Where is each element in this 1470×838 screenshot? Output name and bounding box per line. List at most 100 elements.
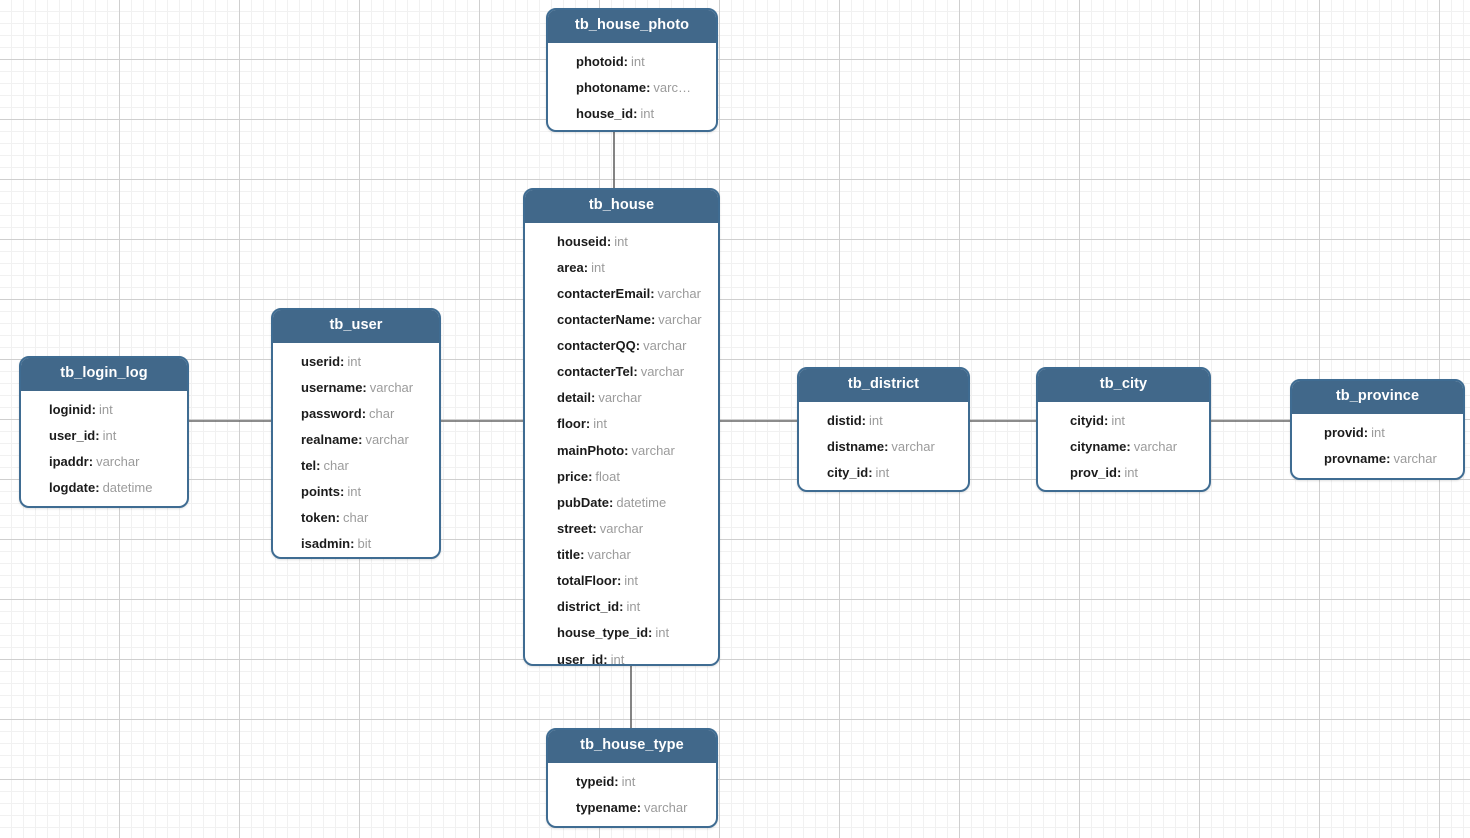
table-field-row[interactable]: houseid:int bbox=[525, 229, 718, 255]
table-field-row[interactable]: area:int bbox=[525, 255, 718, 281]
table-title-tb_house_photo[interactable]: tb_house_photo bbox=[548, 10, 716, 43]
field-separator: : bbox=[623, 53, 628, 69]
field-type: char bbox=[369, 405, 395, 421]
table-title-tb_login_log[interactable]: tb_login_log bbox=[21, 358, 187, 391]
field-name: user_id bbox=[49, 427, 96, 443]
table-field-row[interactable]: realname:varchar bbox=[273, 427, 439, 453]
field-type: varchar bbox=[658, 311, 702, 327]
field-type: int bbox=[347, 353, 362, 369]
field-name: price bbox=[557, 468, 589, 484]
field-separator: : bbox=[358, 431, 363, 447]
table-field-row[interactable]: totalFloor:int bbox=[525, 569, 718, 595]
table-field-row[interactable]: contacterQQ:varchar bbox=[525, 333, 718, 359]
field-name: district_id bbox=[557, 599, 620, 615]
table-field-row[interactable]: pubDate:datetime bbox=[525, 490, 718, 516]
table-title-tb_house_type[interactable]: tb_house_type bbox=[548, 730, 716, 763]
table-field-row[interactable]: street:varchar bbox=[525, 516, 718, 542]
field-type: varchar bbox=[599, 520, 644, 536]
table-field-row[interactable]: house_type_id:int bbox=[525, 621, 718, 647]
field-name: title bbox=[557, 547, 581, 563]
field-type: int bbox=[1124, 464, 1139, 480]
table-field-row[interactable]: typename:varchar bbox=[548, 795, 716, 821]
table-field-row[interactable]: provid:int bbox=[1292, 420, 1463, 446]
field-type: int bbox=[875, 464, 890, 480]
field-separator: : bbox=[861, 412, 867, 428]
field-name: ipaddr bbox=[49, 453, 89, 469]
table-field-row[interactable]: prov_id:int bbox=[1038, 460, 1209, 486]
table-field-row[interactable]: password:char bbox=[273, 401, 439, 427]
field-type: int bbox=[624, 573, 639, 589]
table-title-tb_district[interactable]: tb_district bbox=[799, 369, 968, 402]
table-field-row[interactable]: cityid:int bbox=[1038, 408, 1209, 434]
field-separator: : bbox=[350, 536, 355, 552]
field-name: house_id bbox=[576, 105, 634, 121]
table-title-tb_user[interactable]: tb_user bbox=[273, 310, 439, 343]
field-name: mainPhoto bbox=[557, 442, 625, 458]
field-type: varchar bbox=[369, 379, 414, 395]
field-type: varchar bbox=[587, 547, 631, 563]
table-field-row[interactable]: user_id:int bbox=[21, 423, 187, 449]
table-field-row[interactable]: floor:int bbox=[525, 412, 718, 438]
field-name: password bbox=[301, 405, 362, 421]
table-field-row[interactable]: title:varchar bbox=[525, 542, 718, 568]
field-name: logdate bbox=[49, 479, 96, 495]
table-field-row[interactable]: tel:char bbox=[273, 453, 439, 479]
table-field-row[interactable]: contacterName:varchar bbox=[525, 307, 718, 333]
table-field-row[interactable]: provname:varchar bbox=[1292, 446, 1463, 472]
field-name: city_id bbox=[827, 464, 869, 480]
table-field-row[interactable]: mainPhoto:varchar bbox=[525, 438, 718, 464]
field-type: int bbox=[591, 259, 605, 275]
table-field-row[interactable]: username:varchar bbox=[273, 375, 439, 401]
field-separator: : bbox=[606, 233, 612, 249]
field-name: cityid bbox=[1070, 412, 1104, 428]
table-field-row[interactable]: photoname:varc… bbox=[548, 75, 716, 101]
field-name: distname bbox=[827, 438, 885, 454]
field-type: varchar bbox=[631, 442, 675, 458]
field-name: contacterTel bbox=[557, 364, 634, 380]
field-name: typename bbox=[576, 799, 637, 815]
field-name: contacterName bbox=[557, 311, 651, 327]
table-field-row[interactable]: isadmin:bit bbox=[273, 532, 439, 557]
table-field-row[interactable]: userid:int bbox=[273, 349, 439, 375]
field-separator: : bbox=[585, 416, 591, 432]
table-field-row[interactable]: token:char bbox=[273, 506, 439, 532]
table-field-row[interactable]: district_id:int bbox=[525, 595, 718, 621]
table-field-row[interactable]: house_id:int bbox=[548, 101, 716, 127]
table-title-tb_house[interactable]: tb_house bbox=[525, 190, 718, 223]
table-field-row[interactable]: contacterEmail:varchar bbox=[525, 281, 718, 307]
table-field-row[interactable]: distid:int bbox=[799, 408, 968, 434]
table-field-row[interactable]: ipaddr:varchar bbox=[21, 449, 187, 475]
table-field-row[interactable]: cityname:varchar bbox=[1038, 434, 1209, 460]
table-title-tb_city[interactable]: tb_city bbox=[1038, 369, 1209, 402]
table-field-row[interactable]: loginid:int bbox=[21, 397, 187, 423]
field-type: varchar bbox=[643, 338, 687, 354]
field-name: house_type_id bbox=[557, 625, 649, 641]
table-field-row[interactable]: distname:varchar bbox=[799, 434, 968, 460]
table-field-row[interactable]: user_id:int bbox=[525, 647, 718, 664]
field-separator: : bbox=[884, 438, 889, 454]
field-separator: : bbox=[340, 484, 345, 500]
table-field-row[interactable]: logdate:datetime bbox=[21, 475, 187, 501]
table-field-row[interactable]: typeid:int bbox=[548, 769, 716, 795]
table-field-row[interactable]: price:float bbox=[525, 464, 718, 490]
table-field-row[interactable]: contacterTel:varchar bbox=[525, 360, 718, 386]
table-title-tb_province[interactable]: tb_province bbox=[1292, 381, 1463, 414]
table-field-row[interactable]: points:int bbox=[273, 480, 439, 506]
table-field-row[interactable]: photoid:int bbox=[548, 49, 716, 75]
table-field-row[interactable]: detail:varchar bbox=[525, 386, 718, 412]
table-field-row[interactable]: city_id:int bbox=[799, 460, 968, 486]
field-type: int bbox=[102, 427, 117, 443]
field-type: varchar bbox=[96, 453, 140, 469]
field-name: username bbox=[301, 379, 363, 395]
